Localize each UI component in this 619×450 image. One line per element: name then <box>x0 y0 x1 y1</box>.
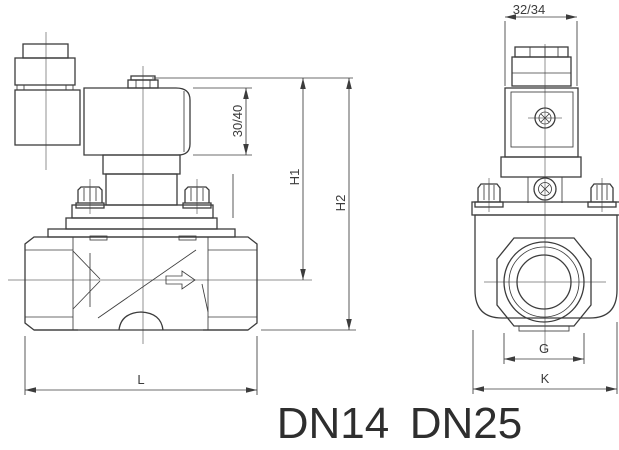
dimension-length: L <box>24 336 258 395</box>
dimension-body-width: K <box>472 322 618 394</box>
front-view: 32/34 <box>471 2 619 394</box>
body-width-label: K <box>541 371 550 386</box>
h1-label: H1 <box>287 169 302 186</box>
solenoid-coil-front <box>500 46 582 178</box>
inlet-port <box>25 237 101 330</box>
model-label-dn14: DN14 <box>277 399 390 448</box>
outlet-port <box>201 237 257 330</box>
bolt <box>474 183 504 208</box>
port-size-label: G <box>539 341 549 356</box>
side-view: 30/40 H1 H2 L <box>8 32 356 395</box>
valve-body-front <box>474 214 618 332</box>
din-connector <box>14 43 81 146</box>
dimension-h2: H2 <box>261 78 356 331</box>
coil-height-label: 30/40 <box>230 105 245 138</box>
coil-screw <box>534 107 556 129</box>
coil-width-label: 32/34 <box>513 2 546 17</box>
solenoid-coil-side <box>83 75 191 156</box>
port-opening <box>503 241 585 323</box>
top-nut <box>514 46 569 58</box>
centerlines-front <box>484 44 606 353</box>
bonnet-side <box>47 154 236 241</box>
length-label: L <box>137 372 144 387</box>
flow-direction-arrow <box>165 270 196 290</box>
h2-label: H2 <box>333 195 348 212</box>
stem-screw <box>533 177 557 201</box>
dimension-port-size: G <box>503 333 585 364</box>
dimension-coil-width: 32/34 <box>504 2 578 86</box>
model-label-dn25: DN25 <box>410 399 523 448</box>
dimension-h1: H1 <box>152 77 353 280</box>
valve-body-side <box>24 236 258 331</box>
dimension-coil-height: 30/40 <box>193 87 252 156</box>
bottom-boss <box>118 311 164 331</box>
centerlines-side <box>8 32 312 344</box>
caption: DN14 DN25 <box>277 399 523 448</box>
port-boss <box>496 237 592 327</box>
